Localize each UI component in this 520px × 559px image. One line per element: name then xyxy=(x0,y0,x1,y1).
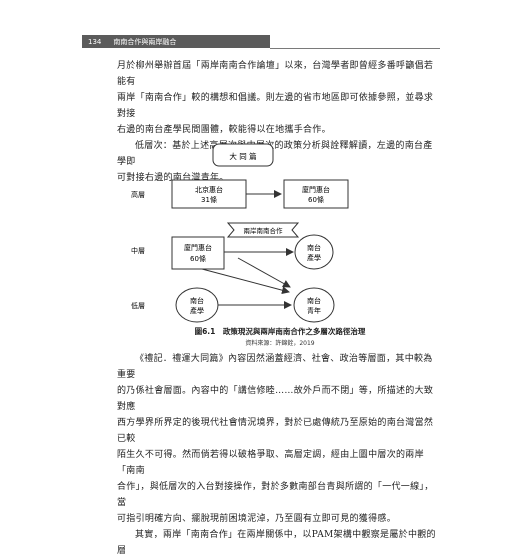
high-right-line1: 廈門惠台 xyxy=(302,185,330,194)
header-rule xyxy=(270,48,440,49)
low-left-line2: 產學 xyxy=(190,306,204,315)
high-right-box xyxy=(283,179,349,209)
top-box-label: 大 同 篇 xyxy=(229,151,257,161)
text-line: 的乃係社會層面。內容中的「講信修睦……故外戶而不閉」等，所描述的大致對應 xyxy=(117,386,434,412)
top-box xyxy=(212,143,274,167)
high-left-line2: 31條 xyxy=(201,195,217,204)
running-title: 南南合作與兩岸融合 xyxy=(113,37,177,46)
paragraph-bottom: 《禮記．禮運大同篇》內容因然涵蓋經濟、社會、政治等層面，其中較為重要 的乃係社會… xyxy=(117,351,437,559)
mid-left-line1: 廈門惠台 xyxy=(184,243,212,252)
text-line: 低層次：基於上述高層次與中層次的政策分析與詮釋解讀，左邊的南台產學即 xyxy=(117,141,433,167)
low-right-line1: 南台 xyxy=(307,296,321,305)
mid-right-line1: 南台 xyxy=(307,243,321,252)
high-right-line2: 60條 xyxy=(308,195,324,204)
text-line: 可對接右邊的南台灣青年。 xyxy=(117,173,229,183)
diag-arrow-mid-to-low xyxy=(201,268,290,295)
figure-caption: 圖6.1 政策現況與兩岸南南合作之多層次路徑治理 xyxy=(194,327,366,336)
text-line: 陌生久不可得。然而倘若得以破格爭取、高層定調，經由上圖中層次的兩岸「南南 xyxy=(117,450,424,476)
mid-right-circle xyxy=(294,234,334,270)
text-line: 其實，兩岸「南南合作」在兩岸關係中，以PAM架構中觀察是屬於中觀的層 xyxy=(117,530,436,556)
mid-left-box xyxy=(171,236,225,270)
mid-right-line2: 產學 xyxy=(307,253,321,262)
level-low-label: 低層 xyxy=(131,301,145,310)
high-left-box xyxy=(171,179,247,209)
text-line: 西方學界所界定的後現代社會情況境界，對於已處傳統乃至原始的南台灣當然已較 xyxy=(117,418,434,444)
level-high-label: 高層 xyxy=(131,190,145,199)
policy-path-diagram: 大 同 篇 高層 中層 低層 北京惠台 31條 廈門惠台 60條 兩岸南南合作 … xyxy=(131,143,349,323)
level-mid-label: 中層 xyxy=(131,246,145,255)
page-number: 134 xyxy=(88,37,102,46)
banner-label: 兩岸南南合作 xyxy=(244,226,284,235)
running-header: 134 南南合作與兩岸融合 xyxy=(82,35,270,48)
figure-source: 資料來源：許錦銓，2019 xyxy=(245,340,315,347)
paragraph-top: 月於柳州舉辦首屆「兩岸南南合作論壇」以來，台灣學者即曾經多番呼籲倡若能有 兩岸「… xyxy=(117,58,437,186)
low-right-circle xyxy=(293,287,335,323)
text-line: 可指引明確方向、擺脫現前困境泥淖，乃至圓有立即可見的獲得感。 xyxy=(117,514,397,524)
banner-shape xyxy=(226,222,300,238)
diag-arrow-banner-to-low xyxy=(237,257,291,288)
high-left-line1: 北京惠台 xyxy=(195,185,223,194)
low-left-line1: 南台 xyxy=(190,296,204,305)
low-left-circle xyxy=(175,287,219,323)
text-line: 月於柳州舉辦首屆「兩岸南南合作論壇」以來，台灣學者即曾經多番呼籲倡若能有 xyxy=(117,61,434,87)
mid-left-line2: 60條 xyxy=(190,254,206,263)
low-right-line2: 青年 xyxy=(307,306,321,315)
text-line: 兩岸「南南合作」較的構想和倡議。則左邊的省市地區即可依據參照，並尋求對接 xyxy=(117,93,434,119)
text-line: 合作」，與低層次的入台對接操作，對於多數南部台青與所謂的「一代一線」，當 xyxy=(117,482,434,508)
text-line: 《禮記．禮運大同篇》內容因然涵蓋經濟、社會、政治等層面，其中較為重要 xyxy=(117,354,433,380)
text-line: 右邊的南台產學民間團體，較能得以在地攜手合作。 xyxy=(117,125,331,135)
